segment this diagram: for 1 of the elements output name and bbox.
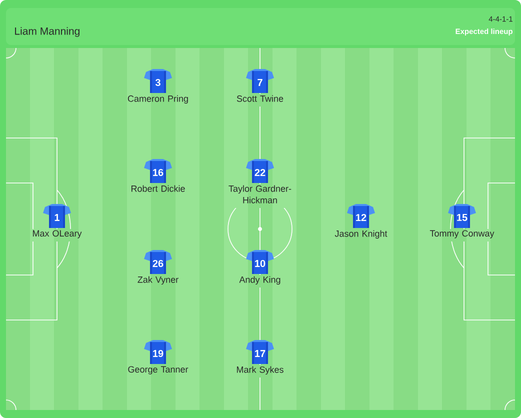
header-text: Liam Manning — [15, 27, 80, 37]
